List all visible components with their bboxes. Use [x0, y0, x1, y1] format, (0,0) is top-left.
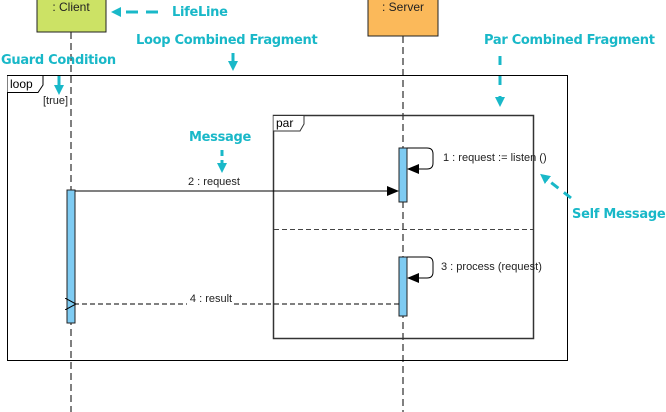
annotation-message-text: Message — [189, 130, 252, 145]
message-1-line[interactable] — [407, 147, 434, 174]
client-activation[interactable] — [66, 189, 76, 324]
message-3[interactable]: 3 : process (request) — [407, 256, 542, 283]
annotation-self-message-text: Self Message — [572, 207, 666, 222]
message-2-label: 2 : request — [188, 176, 240, 188]
message-3-line[interactable] — [407, 256, 434, 283]
annotation-lifeline-text: LifeLine — [172, 5, 228, 20]
message-4-label-bg — [187, 293, 234, 305]
par-tag — [273, 115, 305, 132]
annotation-message: Message — [189, 130, 252, 173]
client-label: : Client — [52, 0, 90, 14]
client-box[interactable] — [36, 0, 107, 33]
loop-guard: [true] — [43, 95, 68, 107]
loop-fragment[interactable]: loop [true] — [7, 75, 568, 361]
server-activation-2[interactable] — [398, 256, 408, 317]
annotation-loop-fragment: Loop Combined Fragment — [136, 33, 318, 71]
par-operator: par — [276, 116, 293, 130]
par-frame[interactable] — [272, 114, 535, 340]
server-label: : Server — [382, 0, 424, 14]
server-activation-1[interactable] — [398, 147, 408, 203]
message-4[interactable]: 4 : result — [76, 293, 399, 305]
loop-operator: loop — [10, 77, 33, 91]
message-1[interactable]: 1 : request := listen () — [407, 147, 547, 174]
par-fragment[interactable]: par — [272, 114, 535, 340]
annotation-par-fragment-text: Par Combined Fragment — [484, 33, 655, 48]
annotation-guard-condition-text: Guard Condition — [1, 53, 116, 68]
client-lifeline-head[interactable]: : Client — [36, 0, 107, 33]
message-3-label: 3 : process (request) — [441, 261, 542, 273]
message-1-label: 1 : request := listen () — [443, 152, 547, 164]
loop-frame[interactable] — [7, 75, 568, 361]
annotation-loop-fragment-text: Loop Combined Fragment — [136, 33, 318, 48]
server-lifeline-head[interactable]: : Server — [367, 0, 439, 37]
message-2[interactable]: 2 : request — [75, 176, 399, 196]
annotation-guard-condition: Guard Condition — [1, 53, 116, 95]
annotation-self-message-arrow — [540, 173, 572, 200]
annotation-par-fragment: Par Combined Fragment — [484, 33, 655, 107]
annotation-lifeline: LifeLine — [111, 5, 228, 20]
annotation-self-message: Self Message — [540, 173, 666, 222]
server-box[interactable] — [367, 0, 439, 37]
message-4-label: 4 : result — [190, 293, 232, 305]
loop-tag — [7, 75, 44, 93]
